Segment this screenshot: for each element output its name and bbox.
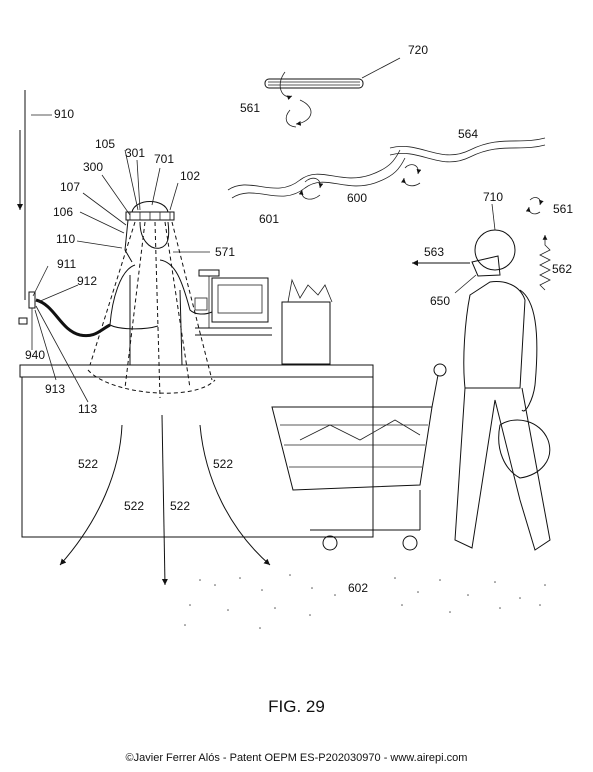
label-940: 940 — [25, 348, 45, 362]
label-522: 522 — [78, 457, 98, 471]
label-106: 106 — [53, 205, 73, 219]
label-563: 563 — [424, 245, 444, 259]
label-701: 701 — [154, 152, 174, 166]
label-113: 113 — [78, 402, 97, 416]
label-601: 601 — [259, 212, 279, 226]
grocery-bag — [281, 278, 333, 365]
copyright-footer: ©Javier Ferrer Alós - Patent OEPM ES-P20… — [125, 752, 468, 764]
label-300: 300 — [83, 160, 103, 174]
label-913: 913 — [45, 382, 65, 396]
label-522: 522 — [213, 457, 233, 471]
cashier-figure — [87, 201, 216, 399]
label-912: 912 — [77, 274, 97, 288]
label-911: 911 — [57, 257, 76, 271]
label-571: 571 — [215, 245, 235, 259]
label-561: 561 — [240, 101, 260, 115]
label-522: 522 — [170, 499, 190, 513]
customer-figure — [454, 229, 551, 551]
label-602: 602 — [348, 581, 368, 595]
air-flow-streams — [227, 137, 551, 291]
label-522: 522 — [124, 499, 144, 513]
wall-cable — [17, 90, 111, 350]
checkout-counter — [19, 269, 374, 586]
label-650: 650 — [430, 294, 450, 308]
label-600: 600 — [347, 191, 367, 205]
figure-caption: FIG. 29 — [268, 697, 325, 716]
label-710: 710 — [483, 190, 503, 204]
label-562: 562 — [552, 262, 572, 276]
label-301: 301 — [125, 146, 145, 160]
label-110: 110 — [56, 232, 75, 246]
label-102: 102 — [180, 169, 200, 183]
label-561-right: 561 — [553, 202, 573, 216]
label-910: 910 — [54, 107, 74, 121]
label-720: 720 — [408, 43, 428, 57]
label-105: 105 — [95, 137, 115, 151]
leader-lines — [32, 149, 496, 403]
ceiling-purifier — [264, 57, 401, 128]
label-107: 107 — [60, 180, 80, 194]
floor-particles — [184, 574, 546, 629]
label-564: 564 — [458, 127, 478, 141]
shopping-cart — [271, 363, 447, 551]
